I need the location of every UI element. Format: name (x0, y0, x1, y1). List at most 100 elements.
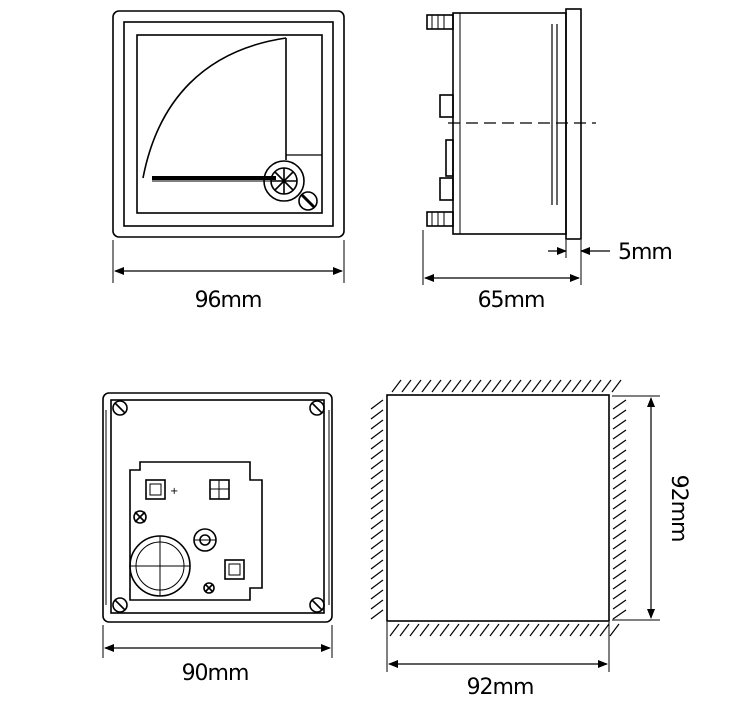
terminal-stud-top-icon (426, 14, 454, 30)
terminal-stud-bottom-icon (426, 211, 454, 227)
hatch-bottom (389, 623, 620, 637)
hatch-line (491, 379, 502, 393)
hatch-line (612, 449, 627, 460)
hatch-line (539, 623, 550, 637)
hatch-line (429, 623, 440, 637)
terminal-square-icon (209, 479, 230, 500)
hatch-line (612, 529, 627, 540)
front-width-label: 96mm (195, 288, 262, 313)
panel-cutout-view (370, 379, 660, 672)
pivot-icon (263, 160, 305, 202)
scale-arc (142, 37, 287, 179)
hatch-line (370, 499, 384, 510)
hatch-line (612, 609, 627, 620)
hatch-line (612, 599, 627, 610)
hatch-line (370, 509, 384, 520)
hatch-line (612, 499, 627, 510)
hatch-line (612, 399, 627, 410)
hatch-line (612, 459, 627, 470)
hatch-line (612, 519, 627, 530)
rear-case-outer (102, 392, 333, 623)
hatch-line (370, 529, 384, 540)
hatch-line (511, 379, 522, 393)
hatch-line (551, 379, 562, 393)
hatch-line (489, 623, 500, 637)
terminal-post-icon (439, 94, 454, 201)
zero-adjust-screw-icon (298, 191, 318, 211)
hatch-line (612, 559, 627, 570)
hatch-line (599, 623, 610, 637)
side-flange (565, 8, 582, 240)
front-bezel-inner (123, 21, 334, 227)
side-depth-label: 65mm (478, 288, 545, 313)
hatch-line (421, 379, 432, 393)
hatch-line (370, 469, 384, 480)
cutout-opening (386, 394, 610, 622)
rear-width-label: 90mm (182, 661, 249, 686)
hatch-line (571, 379, 582, 393)
hatch-line (449, 623, 460, 637)
hatch-line (370, 579, 384, 590)
hatch-line (612, 429, 627, 440)
hatch-line (612, 409, 627, 420)
hatch-line (591, 379, 602, 393)
hatch-line (612, 539, 627, 550)
adjuster-knob-icon (193, 528, 217, 552)
terminal-screw-icon (203, 582, 215, 594)
hatch-line (389, 623, 400, 637)
hatch-line (612, 479, 627, 490)
hatch-line (439, 623, 450, 637)
hatch-line (370, 479, 384, 490)
hatch-line (559, 623, 570, 637)
hatch-line (471, 379, 482, 393)
hatch-line (469, 623, 480, 637)
front-view (112, 10, 345, 283)
hatch-line (611, 379, 622, 393)
hatch-line (589, 623, 600, 637)
hatch-line (549, 623, 560, 637)
screw-icon (112, 597, 128, 613)
hatch-line (370, 539, 384, 550)
hatch-line (479, 623, 490, 637)
large-port-icon (129, 535, 191, 597)
hatch-line (579, 623, 590, 637)
terminal-plus-icon: + (145, 479, 178, 500)
hatch-line (370, 589, 384, 600)
hatch-right (612, 399, 627, 620)
hatch-line (459, 623, 470, 637)
screw-icon (112, 400, 128, 416)
hatch-line (612, 469, 627, 480)
hatch-line (519, 623, 530, 637)
hatch-line (431, 379, 442, 393)
hatch-top (391, 379, 622, 393)
front-dial-window (136, 34, 323, 214)
rear-view: + (102, 392, 333, 658)
hatch-line (499, 623, 510, 637)
cutout-height-label: 92mm (666, 475, 691, 542)
cutout-width-label: 92mm (467, 675, 534, 700)
hatch-line (612, 419, 627, 430)
side-view (422, 8, 610, 285)
hatch-line (609, 623, 620, 637)
hatch-line (370, 569, 384, 580)
hatch-line (370, 549, 384, 560)
hatch-line (391, 379, 402, 393)
hatch-line (461, 379, 472, 393)
hatch-line (370, 599, 384, 610)
hatch-line (612, 589, 627, 600)
hatch-line (501, 379, 512, 393)
hatch-line (612, 439, 627, 450)
hatch-line (601, 379, 612, 393)
hatch-line (521, 379, 532, 393)
terminal-plate (129, 461, 263, 601)
front-bezel-outer (112, 10, 345, 238)
hatch-line (370, 429, 384, 440)
hatch-line (569, 623, 580, 637)
hatch-line (411, 379, 422, 393)
hatch-line (441, 379, 452, 393)
flange-thickness-label: 5mm (618, 240, 672, 265)
rear-case-inner (110, 399, 325, 614)
hatch-line (370, 439, 384, 450)
hatch-line (370, 559, 384, 570)
